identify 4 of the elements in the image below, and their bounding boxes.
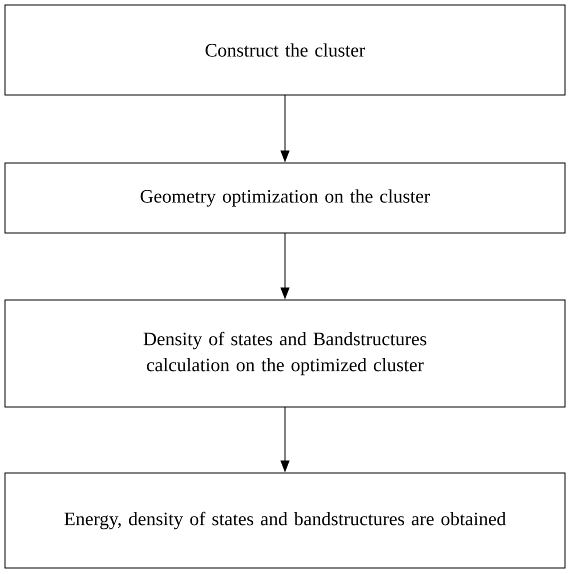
process-box: Density of states and Bandstructures calculation on the optimized cluster <box>4 300 566 408</box>
process-box: Construct the cluster <box>4 4 566 96</box>
process-box: Energy, density of states and bandstructures are obtained <box>4 472 566 568</box>
process-box: Geometry optimization on the cluster <box>4 162 566 234</box>
